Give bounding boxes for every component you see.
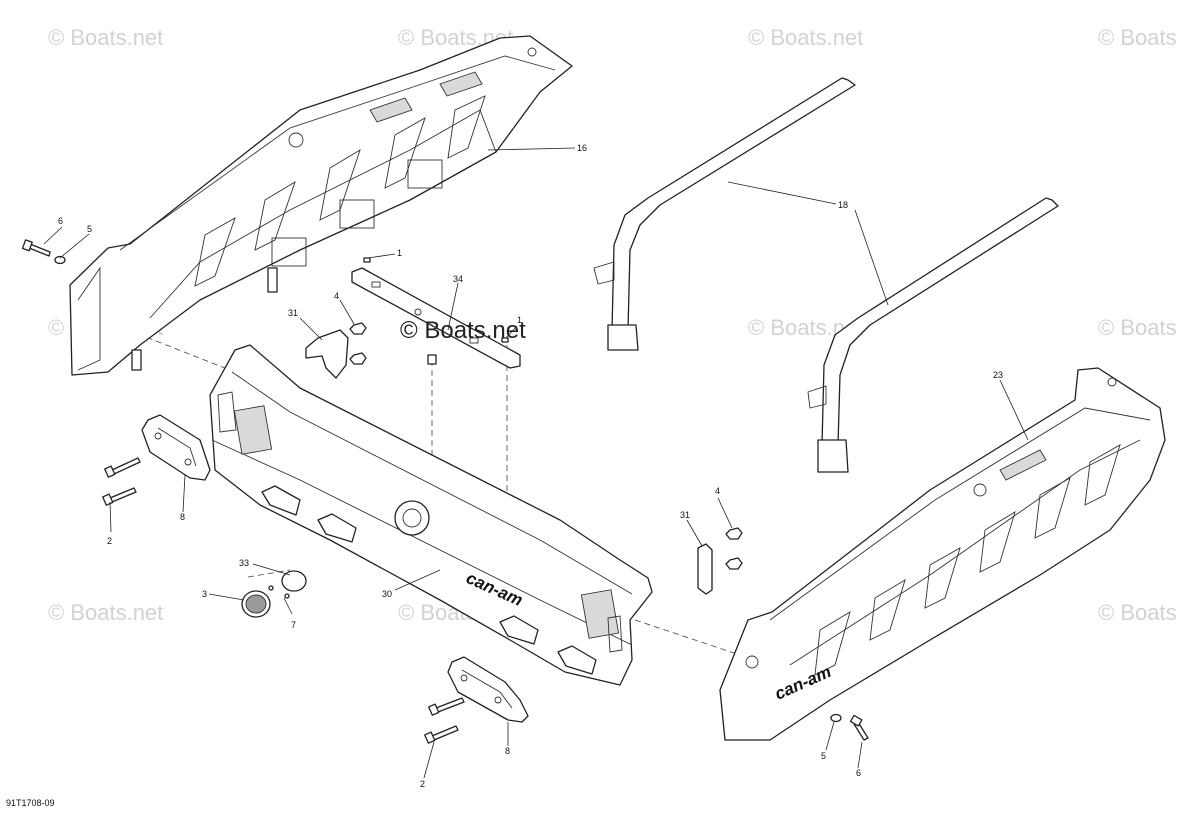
callout-23: 23 [993, 370, 1003, 380]
part-8-latch-upper [141, 414, 211, 481]
part-6-5-hardware [21, 239, 869, 741]
callout-33: 33 [239, 558, 249, 568]
callout-4-lower: 4 [715, 486, 720, 496]
callout-2-lower: 2 [420, 779, 425, 789]
part-8-latch-lower [447, 656, 529, 723]
callout-31-lower: 31 [680, 510, 690, 520]
watermark-center: © Boats.net [400, 317, 526, 344]
watermark: © Boats.net [1098, 600, 1178, 625]
callout-8-upper: 8 [180, 512, 185, 522]
callout-6-left: 6 [58, 216, 63, 226]
callout-1-upper: 1 [397, 248, 402, 258]
part-2-bolts [102, 457, 465, 744]
callout-30: 30 [382, 589, 392, 599]
watermark: © Boats.net [748, 25, 863, 50]
callout-16: 16 [577, 143, 587, 153]
part-18-grab-bars [593, 77, 1059, 473]
part-30-rear-panel: can-am [209, 344, 653, 686]
part-31-bracket-lower [697, 543, 713, 595]
callout-7: 7 [291, 620, 296, 630]
leader-lines [43, 147, 1029, 779]
callout-34: 34 [453, 274, 463, 284]
callout-3: 3 [202, 589, 207, 599]
callout-8-lower: 8 [505, 746, 510, 756]
watermark: © Boats.net [1098, 315, 1178, 340]
callout-18: 18 [838, 200, 848, 210]
part-33-3-7-cover [241, 570, 307, 618]
callout-31-upper: 31 [288, 308, 298, 318]
watermark: © Boats.net [48, 25, 163, 50]
callout-5-left: 5 [87, 224, 92, 234]
part-31-bracket-upper [305, 329, 349, 379]
callout-4-upper: 4 [334, 291, 339, 301]
part-23-side-rail-right: can-am [719, 367, 1166, 741]
callout-labels: 16 18 6 5 1 34 31 4 1 8 2 33 3 7 30 8 2 … [58, 143, 1003, 789]
callout-2-upper: 2 [107, 536, 112, 546]
part-34-bracket [351, 267, 521, 369]
part-4-1-fasteners [349, 257, 743, 570]
callout-6-right: 6 [856, 768, 861, 778]
watermark: © Boats.net [48, 600, 163, 625]
assembly-lines [127, 329, 741, 656]
watermark: © Boats.net [1098, 25, 1178, 50]
callout-5-right: 5 [821, 751, 826, 761]
part-16-side-rail-left [69, 35, 573, 376]
callout-1-lower: 1 [517, 315, 522, 325]
diagram-code: 91T1708-09 [6, 798, 55, 808]
